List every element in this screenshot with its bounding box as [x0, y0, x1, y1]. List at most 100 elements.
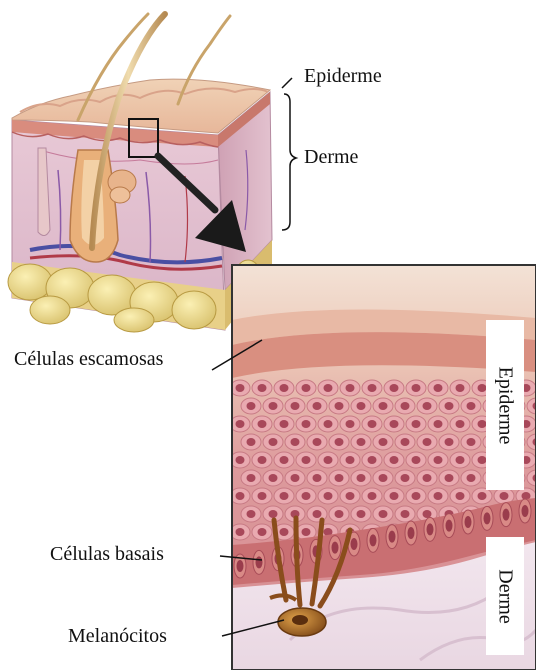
label-derme-top: Derme — [304, 147, 358, 167]
cell-nucleus — [236, 420, 245, 428]
cell-nucleus — [335, 402, 344, 410]
cell-nucleus — [269, 438, 278, 446]
cell-nucleus — [280, 492, 289, 500]
cell-nucleus — [346, 492, 355, 500]
cell-nucleus — [412, 456, 421, 464]
label-celulas-basais: Células basais — [50, 544, 164, 564]
cell-nucleus — [467, 402, 476, 410]
cell-nucleus — [324, 384, 333, 392]
cell-nucleus — [368, 384, 377, 392]
cell-nucleus — [412, 492, 421, 500]
cell-nucleus — [456, 384, 465, 392]
cell-nucleus — [236, 528, 245, 536]
cell-nucleus — [313, 402, 322, 410]
cell-nucleus — [357, 474, 366, 482]
cell-nucleus — [335, 438, 344, 446]
basal-nucleus — [408, 527, 415, 539]
cell-nucleus — [412, 384, 421, 392]
cell-nucleus — [313, 510, 322, 518]
cell-nucleus — [335, 510, 344, 518]
label-epiderme-side-text: Epiderme — [494, 366, 517, 444]
cell-nucleus — [478, 492, 487, 500]
label-melanocitos: Melanócitos — [68, 626, 167, 646]
cell-nucleus — [357, 438, 366, 446]
cell-nucleus — [258, 456, 267, 464]
cell-nucleus — [390, 456, 399, 464]
cell-nucleus — [269, 402, 278, 410]
cell-nucleus — [280, 528, 289, 536]
basal-nucleus — [484, 512, 491, 524]
cell-nucleus — [390, 384, 399, 392]
cell-nucleus — [379, 510, 388, 518]
cell-nucleus — [258, 492, 267, 500]
cell-nucleus — [456, 420, 465, 428]
basal-nucleus — [237, 560, 244, 572]
cell-nucleus — [401, 510, 410, 518]
cell-nucleus — [401, 402, 410, 410]
basal-nucleus — [370, 534, 377, 546]
cell-nucleus — [423, 474, 432, 482]
cell-nucleus — [401, 474, 410, 482]
cell-nucleus — [445, 474, 454, 482]
cell-nucleus — [346, 384, 355, 392]
cell-nucleus — [434, 456, 443, 464]
label-epiderme-side: Epiderme — [486, 320, 524, 490]
label-celulas-escamosas: Células escamosas — [14, 349, 163, 369]
cell-nucleus — [346, 420, 355, 428]
cell-nucleus — [423, 438, 432, 446]
cell-nucleus — [302, 456, 311, 464]
cell-nucleus — [247, 438, 256, 446]
cell-nucleus — [247, 402, 256, 410]
basal-nucleus — [522, 505, 529, 517]
cell-nucleus — [456, 456, 465, 464]
cell-nucleus — [324, 420, 333, 428]
cell-nucleus — [467, 474, 476, 482]
cell-nucleus — [357, 402, 366, 410]
cell-nucleus — [258, 528, 267, 536]
cell-nucleus — [269, 510, 278, 518]
label-derme-side: Derme — [486, 537, 524, 655]
cell-nucleus — [368, 456, 377, 464]
cell-nucleus — [445, 402, 454, 410]
cell-nucleus — [423, 402, 432, 410]
cell-nucleus — [434, 492, 443, 500]
cell-nucleus — [456, 492, 465, 500]
cell-nucleus — [280, 420, 289, 428]
cell-nucleus — [467, 438, 476, 446]
cell-nucleus — [390, 492, 399, 500]
cell-nucleus — [280, 384, 289, 392]
cell-nucleus — [500, 492, 509, 500]
basal-nucleus — [389, 531, 396, 543]
cell-nucleus — [302, 528, 311, 536]
basal-nucleus — [503, 509, 510, 521]
cell-nucleus — [313, 474, 322, 482]
basal-nucleus — [465, 516, 472, 528]
cell-nucleus — [379, 474, 388, 482]
basal-nucleus — [446, 520, 453, 532]
cell-nucleus — [434, 384, 443, 392]
cell-nucleus — [302, 420, 311, 428]
cell-nucleus — [390, 420, 399, 428]
cell-nucleus — [236, 492, 245, 500]
cell-nucleus — [401, 438, 410, 446]
cell-nucleus — [423, 510, 432, 518]
basal-nucleus — [256, 556, 263, 568]
cell-nucleus — [258, 420, 267, 428]
cell-nucleus — [346, 456, 355, 464]
cell-nucleus — [324, 492, 333, 500]
cell-nucleus — [291, 402, 300, 410]
label-epiderme-top: Epiderme — [304, 66, 382, 86]
basal-nucleus — [351, 538, 358, 550]
cell-nucleus — [247, 474, 256, 482]
basal-nucleus — [427, 523, 434, 535]
cell-nucleus — [379, 438, 388, 446]
cell-nucleus — [368, 420, 377, 428]
label-derme-side-text: Derme — [494, 569, 517, 623]
cell-nucleus — [247, 510, 256, 518]
cell-nucleus — [269, 474, 278, 482]
cell-nucleus — [313, 438, 322, 446]
cell-nucleus — [302, 492, 311, 500]
basal-nucleus — [332, 542, 339, 554]
cell-nucleus — [236, 456, 245, 464]
